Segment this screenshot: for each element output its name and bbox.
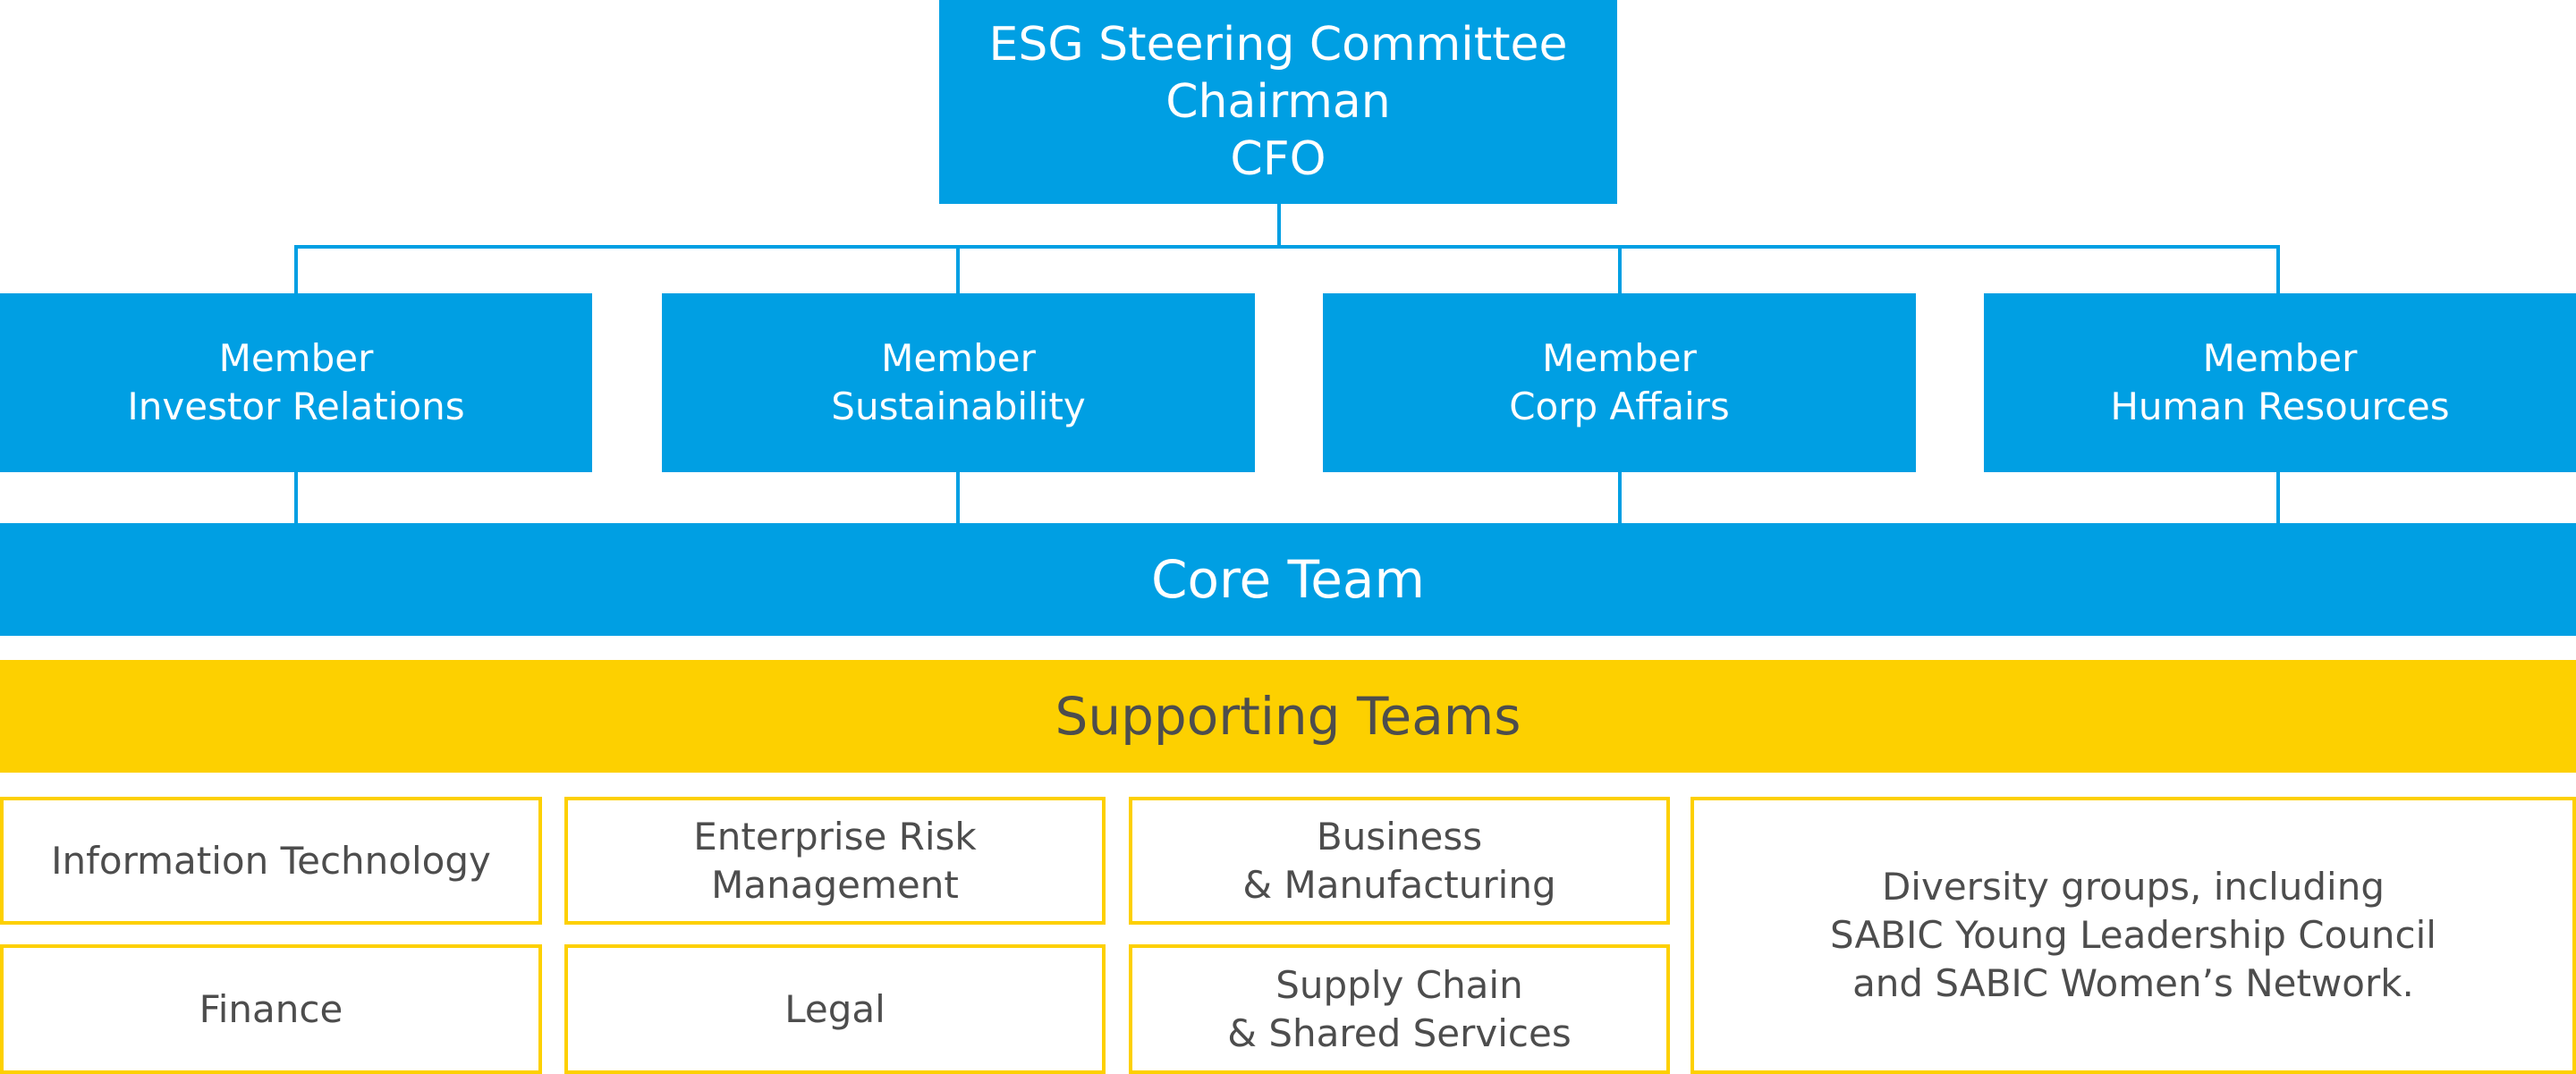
member-role: Member xyxy=(1542,336,1697,380)
member-role: Member xyxy=(2202,336,2358,380)
connector-member-2-up xyxy=(956,245,960,293)
connector-member-1-up xyxy=(294,245,298,293)
team-box-supply-chain: Supply Chain & Shared Services xyxy=(1129,944,1670,1074)
connector-horizontal xyxy=(294,245,2280,249)
committee-role: Chairman xyxy=(1165,75,1391,129)
team-box-legal: Legal xyxy=(564,944,1106,1074)
member-role: Member xyxy=(881,336,1036,380)
connector-member-3-down xyxy=(1618,472,1622,523)
supporting-teams-label: Supporting Teams xyxy=(1055,686,1521,747)
team-line: Legal xyxy=(784,986,886,1031)
member-role: Member xyxy=(218,336,374,380)
team-line: Diversity groups, including xyxy=(1881,865,2385,909)
connector-member-2-down xyxy=(956,472,960,523)
team-box-enterprise-risk: Enterprise Risk Management xyxy=(564,797,1106,925)
team-box-finance: Finance xyxy=(0,944,542,1074)
member-area: Human Resources xyxy=(2110,385,2450,428)
member-area: Investor Relations xyxy=(127,385,465,428)
connector-member-1-down xyxy=(294,472,298,523)
team-line: Supply Chain xyxy=(1275,962,1523,1007)
member-area: Corp Affairs xyxy=(1509,385,1730,428)
team-line: Enterprise Risk xyxy=(693,814,977,858)
team-line: & Shared Services xyxy=(1227,1011,1572,1055)
team-box-information-technology: Information Technology xyxy=(0,797,542,925)
team-line: Information Technology xyxy=(51,838,491,883)
connector-root-down xyxy=(1277,204,1281,249)
team-line: & Manufacturing xyxy=(1242,862,1556,907)
connector-member-4-up xyxy=(2276,245,2280,293)
steering-committee-box: ESG Steering Committee Chairman CFO xyxy=(939,0,1617,204)
member-box-corp-affairs: Member Corp Affairs xyxy=(1323,293,1916,472)
committee-title: ESG Steering Committee xyxy=(988,18,1568,72)
team-line: Finance xyxy=(199,986,343,1031)
member-box-investor-relations: Member Investor Relations xyxy=(0,293,592,472)
team-line: SABIC Young Leadership Council xyxy=(1830,913,2436,957)
team-line: Management xyxy=(711,862,959,907)
connector-member-4-down xyxy=(2276,472,2280,523)
member-box-human-resources: Member Human Resources xyxy=(1984,293,2576,472)
connector-member-3-up xyxy=(1618,245,1622,293)
core-team-bar: Core Team xyxy=(0,523,2576,636)
team-line: and SABIC Women’s Network. xyxy=(1852,961,2414,1005)
team-line: Business xyxy=(1316,814,1483,858)
team-box-diversity-groups: Diversity groups, including SABIC Young … xyxy=(1690,797,2576,1074)
supporting-teams-bar: Supporting Teams xyxy=(0,660,2576,773)
core-team-label: Core Team xyxy=(1151,549,1425,610)
member-area: Sustainability xyxy=(831,385,1086,428)
committee-position: CFO xyxy=(1230,132,1326,186)
team-box-business-manufacturing: Business & Manufacturing xyxy=(1129,797,1670,925)
member-box-sustainability: Member Sustainability xyxy=(662,293,1255,472)
